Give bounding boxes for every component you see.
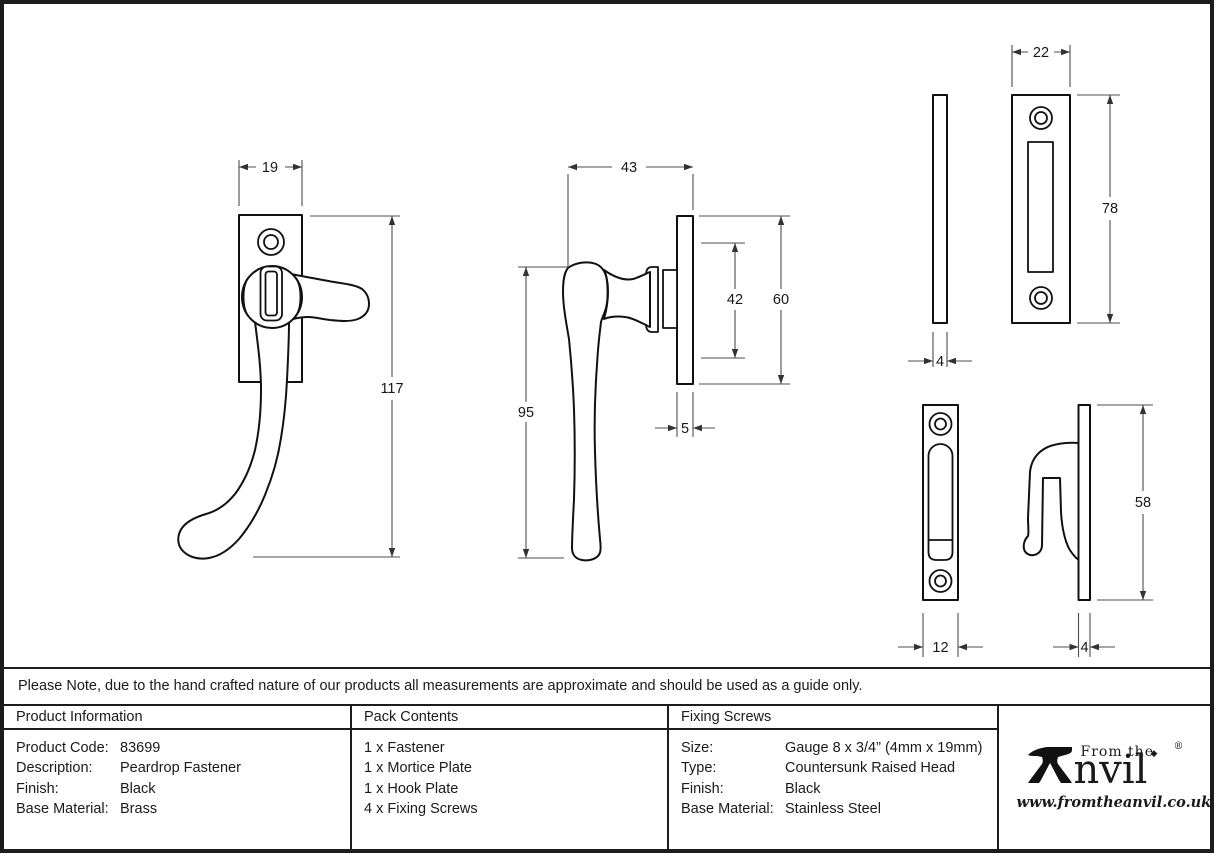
brand-logo-cell: From the ◆ nvil ® www.fromtheanvil.co.uk (997, 706, 1211, 849)
dim-mortice-width: 22 (1011, 45, 1071, 87)
row-value: Peardrop Fastener (120, 760, 241, 777)
spec-table: Product Information Product Code: 83699 … (4, 704, 1211, 849)
row-label: Size: (681, 740, 714, 756)
screw-hole-inner (934, 417, 947, 431)
hook-slot (927, 443, 954, 561)
technical-drawing-area: 19 117 (4, 4, 1210, 667)
dim-hook-height: 58 (1097, 404, 1153, 601)
side-handle-neck (603, 269, 651, 328)
dim-mortice-height: 78 (1077, 94, 1120, 324)
diamond-icon: ◆ (1150, 747, 1158, 758)
row-label: Finish: (681, 780, 724, 797)
hook (1022, 441, 1080, 561)
fixing-screws-body: Size: Gauge 8 x 3/4” (4mm x 19mm) Type: … (669, 730, 997, 820)
table-row: Finish: Black (681, 779, 997, 799)
table-row: Product Code: 83699 (16, 738, 350, 758)
technical-drawings: 19 117 (177, 45, 1153, 657)
table-row: Size: Gauge 8 x 3/4” (4mm x 19mm) (681, 738, 997, 758)
screw-hole-inner (934, 574, 947, 588)
mortice-plate-views: 22 78 4 (908, 45, 1120, 370)
fastener-side-view: 43 95 42 60 (518, 160, 790, 562)
measurement-note: Please Note, due to the hand crafted nat… (4, 667, 1210, 704)
dim-text-12: 12 (932, 640, 948, 656)
table-row: Base Material: Brass (16, 799, 350, 819)
mortice-slot (1027, 141, 1054, 273)
row-label: Finish: (16, 780, 59, 797)
fixing-screws-column: Fixing Screws Size: Gauge 8 x 3/4” (4mm … (667, 706, 997, 849)
hook-plate-side (1077, 404, 1091, 601)
logo-url: www.fromtheanvil.co.uk (1016, 793, 1212, 811)
table-row: Type: Countersunk Raised Head (681, 758, 997, 778)
table-row: Base Material: Stainless Steel (681, 799, 997, 819)
peardrop-handle (177, 321, 290, 560)
fixing-screws-header: Fixing Screws (669, 706, 997, 730)
row-label: Type: (681, 760, 717, 777)
from-the-anvil-logo: From the ◆ nvil ® www.fromtheanvil.co.uk (1017, 740, 1211, 814)
dim-text-43: 43 (621, 160, 637, 176)
product-information-body: Product Code: 83699 Description: Peardro… (4, 730, 350, 820)
dim-text-19: 19 (262, 160, 278, 176)
boss-slot-inner (264, 270, 278, 317)
dim-text-4: 4 (936, 354, 944, 370)
dim-plate-thickness: 5 (655, 392, 715, 437)
row-value: Black (785, 780, 821, 797)
row-value: Brass (120, 801, 158, 818)
product-information-header: Product Information (4, 706, 350, 730)
screw-hole-inner (263, 234, 279, 250)
row-value: Black (120, 780, 156, 797)
list-item: 4 x Fixing Screws (364, 801, 478, 818)
logo-prefix: From the (1080, 743, 1154, 760)
dim-text-4b: 4 (1080, 640, 1088, 656)
side-backplate (676, 215, 694, 385)
dim-hook-thickness: 4 (1053, 613, 1115, 657)
dim-text-42: 42 (727, 292, 743, 308)
pack-contents-column: Pack Contents 1 x Fastener 1 x Mortice P… (350, 706, 667, 849)
dim-hook-width: 12 (898, 613, 983, 657)
anvil-icon (1027, 746, 1072, 783)
row-label: Description: (16, 760, 93, 777)
list-item: 1 x Fastener (364, 740, 445, 756)
fastener-tongue (285, 272, 370, 322)
pack-contents-header: Pack Contents (352, 706, 667, 730)
side-boss (662, 269, 678, 329)
dim-fastener-width: 19 (238, 160, 303, 206)
pack-contents-body: 1 x Fastener 1 x Mortice Plate 1 x Hook … (352, 730, 667, 820)
row-value: Stainless Steel (785, 801, 881, 818)
dim-fastener-height: 117 (253, 215, 404, 558)
dim-text-22: 22 (1033, 45, 1049, 61)
side-handle (562, 261, 609, 562)
boss-highlight-right (295, 277, 302, 317)
row-label: Product Code: (16, 740, 109, 756)
dim-text-95: 95 (518, 405, 534, 421)
dim-text-78: 78 (1102, 201, 1118, 217)
registered-mark: ® (1173, 740, 1184, 752)
boss-highlight-left (242, 277, 249, 317)
row-label: Base Material: (16, 801, 109, 818)
dim-text-117: 117 (380, 381, 403, 397)
row-value: 83699 (120, 740, 161, 756)
dim-plate-height: 60 (699, 215, 790, 385)
dim-boss-height: 42 (701, 242, 745, 359)
row-value: Gauge 8 x 3/4” (4mm x 19mm) (785, 740, 983, 756)
dim-text-5: 5 (681, 421, 689, 437)
dim-handle-height: 95 (518, 267, 564, 559)
fastener-front-view: 19 117 (177, 160, 404, 560)
dim-side-depth: 43 (518, 160, 694, 268)
table-row: Description: Peardrop Fastener (16, 758, 350, 778)
screw-hole-inner (1034, 291, 1048, 305)
dim-text-58: 58 (1135, 495, 1151, 511)
table-row: Finish: Black (16, 779, 350, 799)
row-label: Base Material: (681, 801, 774, 818)
hook-plate-views: 12 58 4 (898, 404, 1153, 657)
logo-name: nvil (1073, 746, 1148, 793)
mortice-plate-side (932, 94, 948, 324)
screw-hole-inner (1034, 111, 1048, 125)
list-item: 1 x Mortice Plate (364, 760, 472, 777)
product-information-column: Product Information Product Code: 83699 … (4, 706, 350, 849)
dim-text-60: 60 (773, 292, 789, 308)
dim-mortice-thickness: 4 (908, 332, 972, 370)
list-item: 1 x Hook Plate (364, 780, 459, 797)
row-value: Countersunk Raised Head (785, 760, 956, 777)
